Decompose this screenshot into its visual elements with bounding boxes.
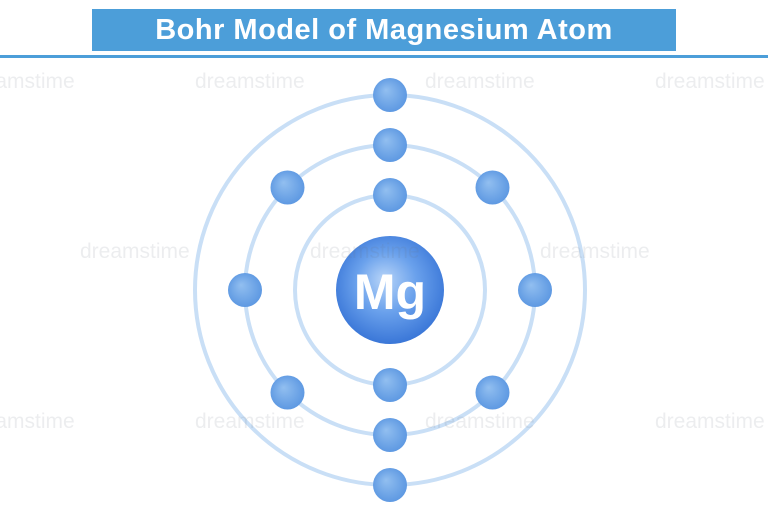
electron-shell-2 <box>270 375 305 410</box>
electron-shell-2 <box>373 418 407 452</box>
electron-shell-3 <box>373 78 407 112</box>
electron-shell-3 <box>373 468 407 502</box>
title-banner: Bohr Model of Magnesium Atom <box>92 9 676 51</box>
electron-shell-2 <box>228 273 262 307</box>
electron-shell-2 <box>373 128 407 162</box>
electron-shell-2 <box>475 375 510 410</box>
element-symbol: Mg <box>354 264 426 320</box>
electron-shell-2 <box>270 170 305 205</box>
electrons-group <box>228 78 552 502</box>
page-title: Bohr Model of Magnesium Atom <box>155 13 613 46</box>
electron-shell-2 <box>475 170 510 205</box>
electron-shell-2 <box>518 273 552 307</box>
nucleus <box>336 236 444 344</box>
header-divider <box>0 55 768 58</box>
electron-shell-1 <box>373 178 407 212</box>
electron-shell-1 <box>373 368 407 402</box>
